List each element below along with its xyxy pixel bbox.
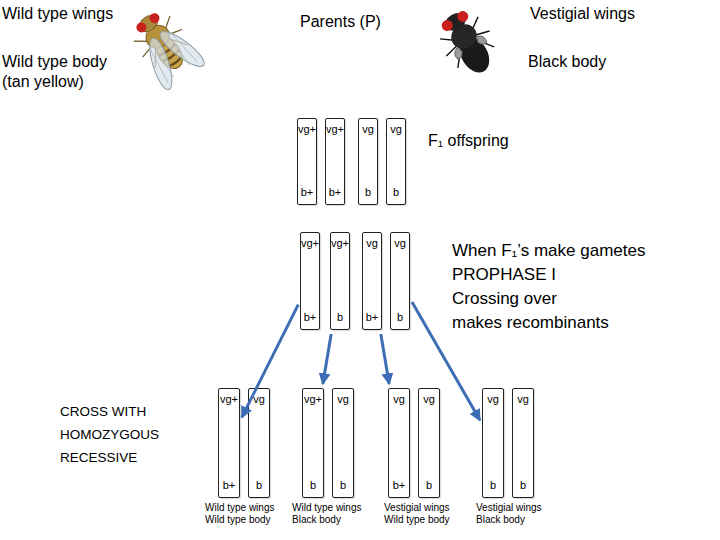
allele-label: b: [393, 186, 399, 198]
chromosome: vg b: [418, 388, 440, 498]
allele-label: b+: [329, 186, 342, 198]
chromosome: vg+ b+: [297, 118, 317, 205]
allele-label: b: [340, 479, 346, 491]
chromosome: vg b: [248, 388, 270, 498]
allele-label: vg: [394, 237, 406, 249]
allele-label: vg: [517, 393, 529, 405]
phenotype-label: Wild type wings: [2, 4, 113, 24]
black-vestigial-fly: [430, 2, 506, 83]
allele-label: vg: [366, 237, 378, 249]
chromosome: vg b: [512, 388, 534, 498]
allele-label: b: [310, 479, 316, 491]
allele-label: vg: [423, 393, 435, 405]
gamete-arrow: [323, 334, 331, 384]
chromosome: vg+ b+: [218, 388, 240, 498]
note-text: PROPHASE I: [452, 264, 556, 286]
allele-label: vg: [487, 393, 499, 405]
allele-label: vg+: [220, 393, 238, 405]
allele-label: vg+: [331, 237, 349, 249]
chromosome: vg b+: [388, 388, 410, 498]
phenotype-label: Wild type body (tan yellow): [2, 52, 127, 92]
chromosome: vg b: [386, 118, 406, 205]
allele-label: b: [397, 311, 403, 323]
allele-label: b: [520, 479, 526, 491]
phenotype-label: Black body: [528, 52, 606, 72]
note-text: CROSS WITH HOMOZYGOUS RECESSIVE: [60, 400, 164, 469]
allele-label: vg+: [304, 393, 322, 405]
chromosome: vg+ b: [302, 388, 324, 498]
chromosome: vg+ b+: [300, 232, 320, 330]
allele-label: b+: [301, 186, 314, 198]
offspring-phenotype: Vestigial wings Wild type body: [384, 502, 464, 526]
allele-label: vg: [390, 123, 402, 135]
allele-label: b: [365, 186, 371, 198]
allele-label: b: [426, 479, 432, 491]
phenotype-label: Vestigial wings: [530, 4, 635, 24]
allele-label: vg: [337, 393, 349, 405]
allele-label: vg: [393, 393, 405, 405]
allele-label: vg: [362, 123, 374, 135]
note-text: Crossing over: [452, 288, 557, 310]
chromosome: vg b: [390, 232, 410, 330]
note-text: When F₁’s make gametes: [452, 240, 645, 262]
allele-label: b+: [393, 479, 406, 491]
allele-label: b+: [223, 479, 236, 491]
chromosome: vg b: [332, 388, 354, 498]
allele-label: b+: [304, 311, 317, 323]
offspring-phenotype: Vestigial wings Black body: [476, 502, 556, 526]
generation-label: Parents (P): [300, 12, 381, 32]
note-text: makes recombinants: [452, 312, 609, 334]
offspring-phenotype: Wild type wings Black body: [292, 502, 372, 526]
allele-label: b: [337, 311, 343, 323]
generation-label: F₁ offspring: [428, 131, 509, 151]
chromosome: vg+ b+: [325, 118, 345, 205]
chromosome: vg b: [482, 388, 504, 498]
gamete-arrow: [412, 302, 480, 420]
chromosome: vg b: [358, 118, 378, 205]
allele-label: b: [490, 479, 496, 491]
chromosome: vg b+: [362, 232, 382, 330]
chromosome: vg+ b: [330, 232, 350, 330]
allele-label: b: [256, 479, 262, 491]
allele-label: vg+: [298, 123, 316, 135]
allele-label: b+: [366, 311, 379, 323]
allele-label: vg: [253, 393, 265, 405]
wild-type-fly: [121, 1, 212, 96]
offspring-phenotype: Wild type wings Wild type body: [205, 502, 285, 526]
gamete-arrow: [242, 305, 298, 418]
allele-label: vg+: [301, 237, 319, 249]
gamete-arrow: [381, 334, 389, 384]
allele-label: vg+: [326, 123, 344, 135]
